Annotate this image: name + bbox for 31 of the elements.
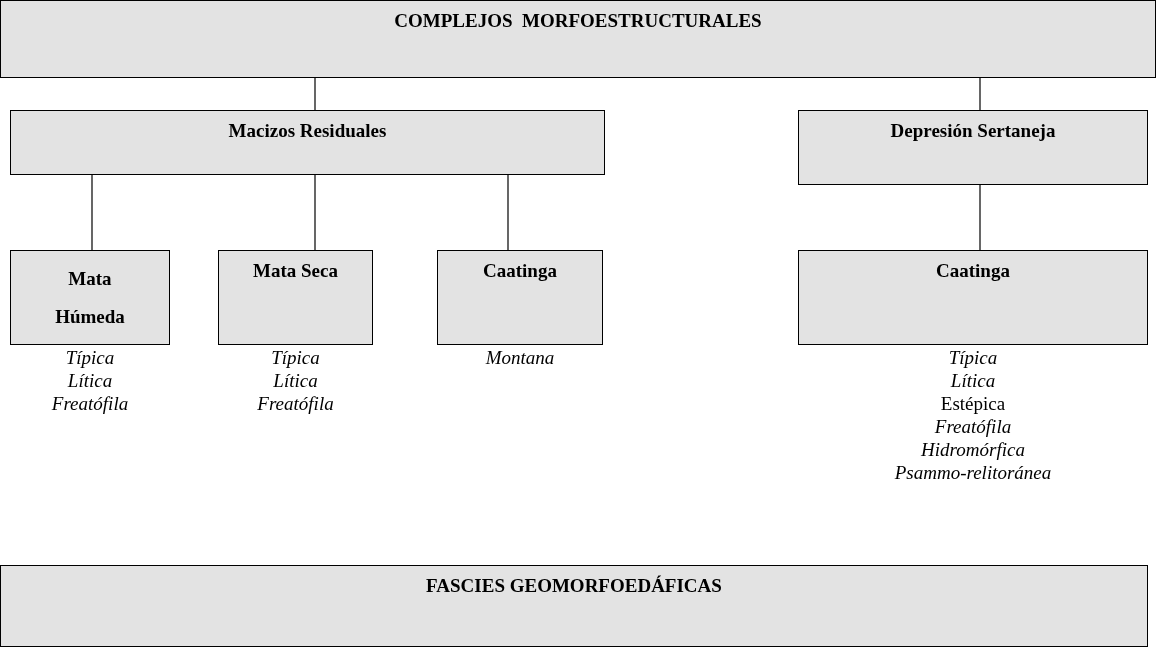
category-box [10,110,605,175]
facies-label: Típica [65,346,115,369]
box-heading: FASCIES GEOMORFOEDÁFICAS [426,575,722,597]
box-heading: Caatinga [483,260,557,282]
facies-label: Montana [485,346,555,369]
connector-line [314,77,316,111]
category-box [0,0,1156,78]
facies-label: Hidromórfica [921,438,1025,461]
facies-label: Lítica [67,369,113,392]
facies-label: Freatófila [934,415,1012,438]
box-heading: Mata Húmeda [54,267,126,329]
box-heading: Caatinga [936,260,1010,282]
box-heading: COMPLEJOS MORFOESTRUCTURALES [394,10,762,32]
facies-label: Freatófila [51,392,129,415]
connector-line [91,174,93,251]
box-heading: Depresión Sertaneja [890,120,1056,142]
facies-label: Típica [271,346,320,369]
category-box [0,565,1148,647]
category-box [798,110,1148,185]
facies-label: Típica [948,346,998,369]
box-heading: Macizos Residuales [228,120,387,142]
box-heading: Mata Seca [253,260,338,282]
facies-label: Lítica [950,369,996,392]
connector-line [314,174,316,251]
facies-label: Freatófila [257,392,334,415]
connector-line [507,174,509,251]
facies-label: Lítica [273,369,318,392]
connector-line [979,77,981,111]
facies-label: Psammo-relitoránea [894,461,1052,484]
facies-label: Estépica [940,392,1006,415]
connector-line [979,184,981,251]
